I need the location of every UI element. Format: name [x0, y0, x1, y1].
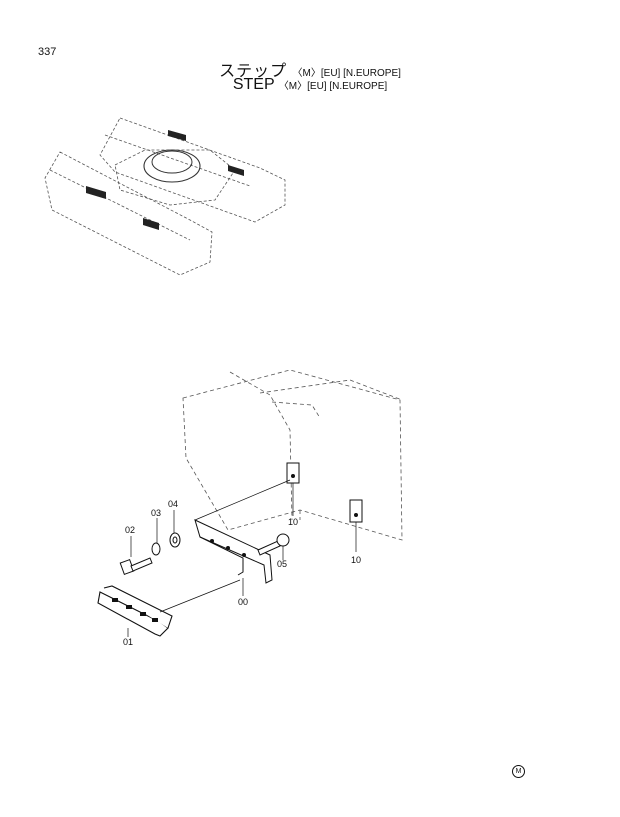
- title-english: STEP 〈M〉[EU] [N.EUROPE]: [0, 76, 620, 94]
- callout-03: 03: [151, 508, 161, 518]
- callout-02: 02: [125, 525, 135, 535]
- title-en-main: STEP: [232, 76, 275, 93]
- title-japanese: ステップ 〈M〉[EU] [N.EUROPE]: [0, 57, 620, 81]
- step-location-markers: [86, 130, 244, 230]
- title-jp-qualifiers: 〈M〉[EU] [N.EUROPE]: [292, 68, 401, 79]
- callout-10-b: 10: [351, 555, 361, 565]
- callout-00: 00: [238, 597, 248, 607]
- callout-01: 01: [123, 637, 133, 647]
- callout-10-a: 10: [288, 517, 298, 527]
- title-en-qualifiers: 〈M〉[EU] [N.EUROPE]: [278, 81, 388, 92]
- title-jp-main: ステップ: [219, 63, 288, 80]
- callout-05: 05: [277, 559, 287, 569]
- callout-04: 04: [168, 499, 178, 509]
- model-marker-icon: M: [512, 765, 525, 778]
- page-number: 337: [38, 46, 57, 58]
